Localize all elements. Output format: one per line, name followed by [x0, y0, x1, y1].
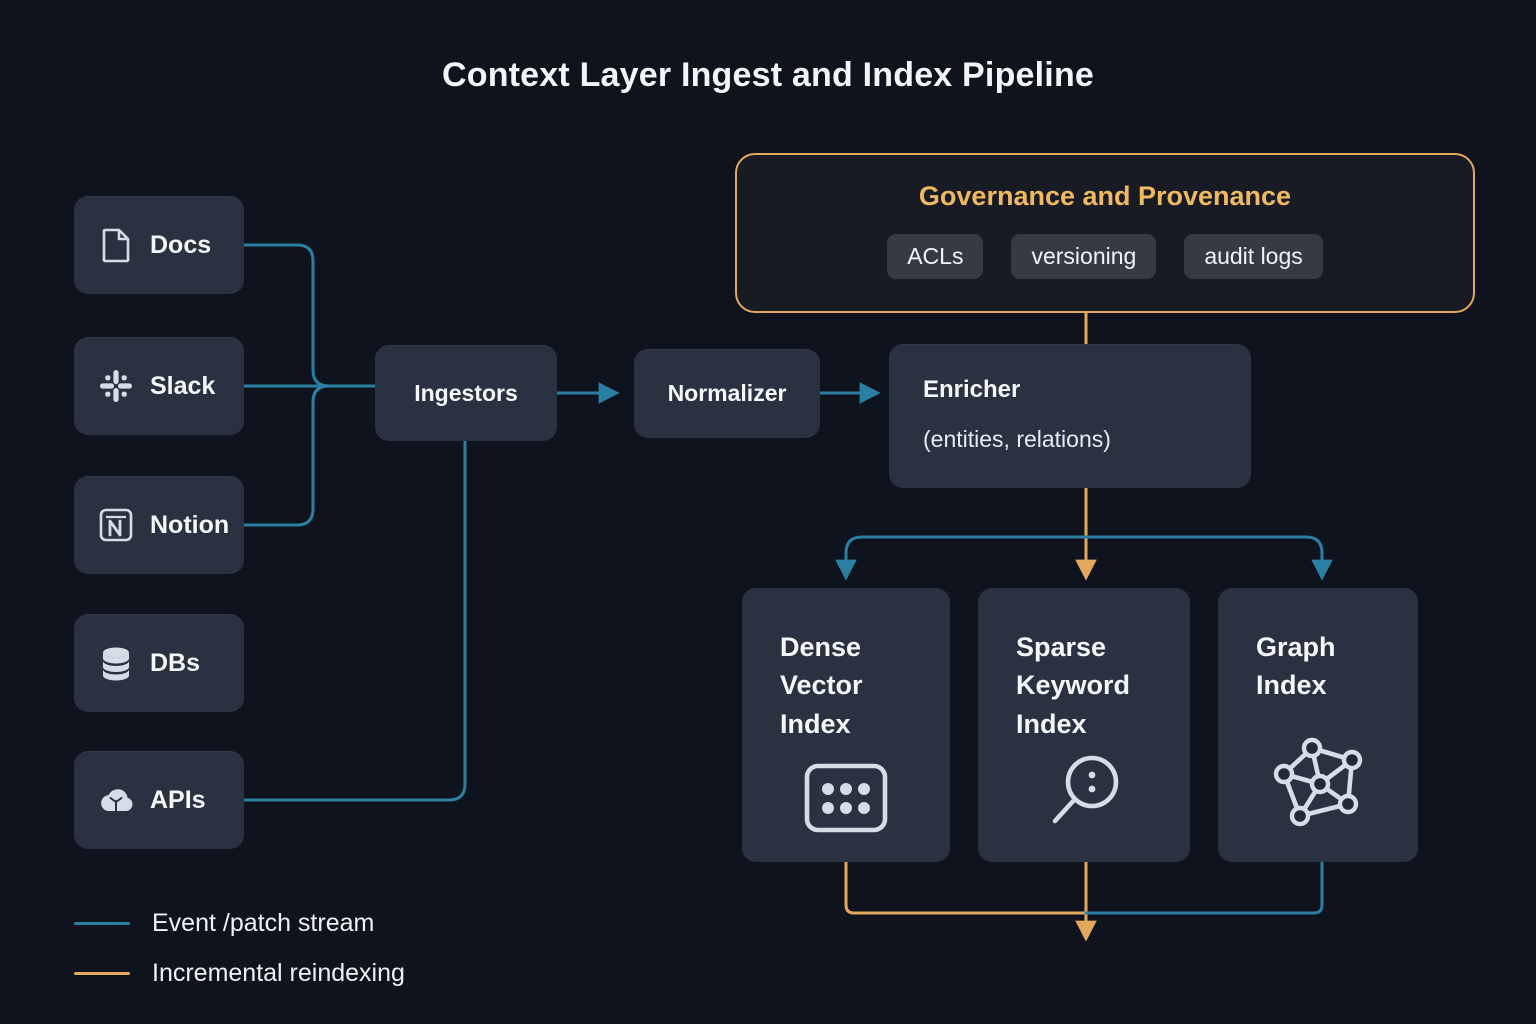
legend: Event /patch stream Incremental reindexi…: [74, 898, 405, 998]
graph-network-icon: [1273, 737, 1363, 827]
pipeline-node-ingestors[interactable]: Ingestors: [375, 345, 557, 441]
legend-swatch-event-stream: [74, 921, 130, 925]
enricher-title: Enricher: [923, 376, 1021, 403]
database-icon: [103, 647, 129, 681]
pipeline-node-enricher[interactable]: Enricher (entities, relations): [889, 344, 1251, 488]
source-label: Slack: [150, 371, 216, 400]
node-label: Normalizer: [667, 380, 787, 406]
legend-label: Event /patch stream: [152, 908, 375, 937]
governance-chip-versioning[interactable]: versioning: [1011, 234, 1157, 279]
governance-chip-audit-logs[interactable]: audit logs: [1184, 234, 1323, 279]
source-label: APIs: [150, 785, 206, 814]
governance-chip-list: ACLs versioning audit logs: [737, 234, 1473, 279]
legend-swatch-reindexing: [74, 971, 130, 975]
source-label: DBs: [150, 648, 201, 677]
magnifier-icon: [1052, 755, 1119, 824]
governance-chip-acls[interactable]: ACLs: [887, 234, 984, 279]
dot-grid-icon: [804, 763, 888, 833]
source-label: Notion: [150, 510, 230, 539]
page-title: Context Layer Ingest and Index Pipeline: [441, 56, 1095, 94]
source-node-notion[interactable]: Notion: [74, 476, 244, 574]
legend-label: Incremental reindexing: [152, 958, 405, 987]
governance-panel: Governance and Provenance ACLs versionin…: [735, 153, 1475, 313]
node-label: Ingestors: [414, 379, 518, 406]
legend-item-reindexing: Incremental reindexing: [74, 948, 405, 998]
source-node-apis[interactable]: APIs: [74, 751, 244, 849]
legend-item-event-stream: Event /patch stream: [74, 898, 405, 948]
notion-icon: [99, 508, 133, 542]
cloud-icon: [101, 789, 133, 812]
pipeline-node-normalizer[interactable]: Normalizer: [634, 349, 820, 438]
document-icon: [102, 228, 130, 263]
source-node-dbs[interactable]: DBs: [74, 614, 244, 712]
governance-title: Governance and Provenance: [918, 181, 1292, 211]
source-node-slack[interactable]: Slack: [74, 337, 244, 435]
enricher-subtitle: (entities, relations): [923, 426, 1111, 452]
source-node-docs[interactable]: Docs: [74, 196, 244, 294]
source-label: Docs: [150, 230, 212, 259]
slack-icon: [100, 370, 132, 402]
